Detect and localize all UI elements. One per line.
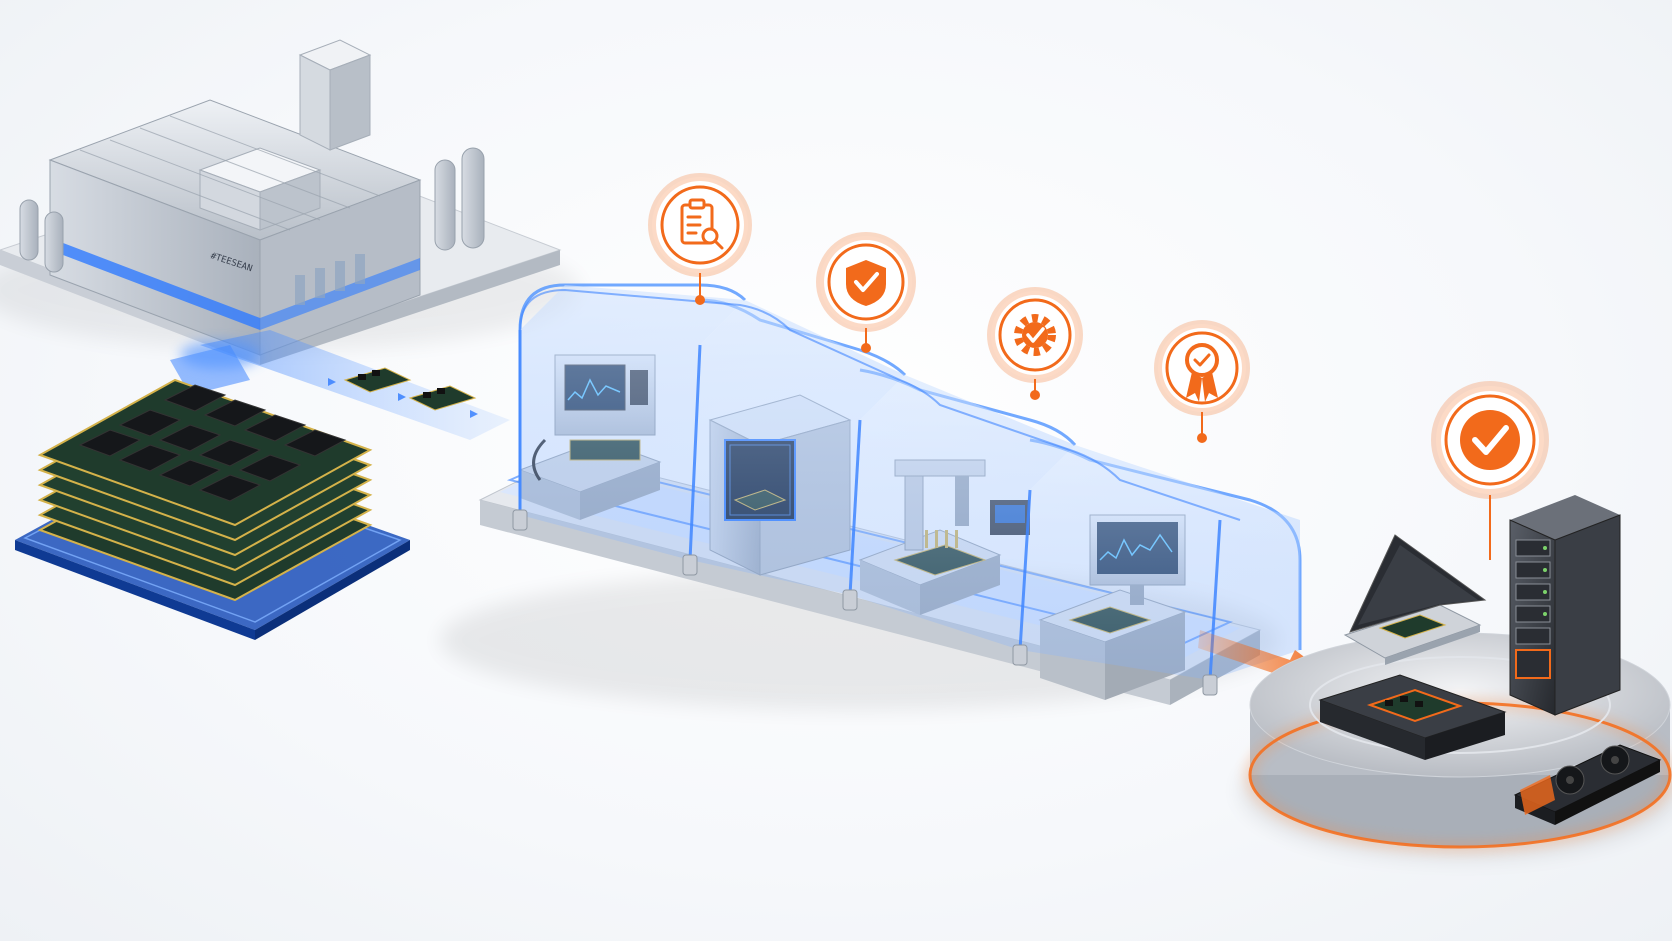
glass-enclosure: [512, 283, 1302, 696]
graphics-card-device: [1513, 744, 1662, 825]
stage-badge-security: [816, 232, 916, 353]
clipboard-inspection-icon: [680, 198, 724, 250]
stage-badge-configuration: [987, 287, 1083, 400]
memory-module-in-transit: [343, 367, 412, 393]
memory-module-in-transit: [408, 385, 477, 411]
final-approval-badge: [1431, 381, 1549, 560]
blue-flow-path: [170, 330, 510, 440]
gear-check-icon: [1014, 314, 1056, 356]
ssd-enclosure-device: [1318, 674, 1507, 760]
stage-badge-certification: [1154, 320, 1250, 443]
checkmark-icon: [1472, 425, 1509, 455]
server-tower-device: [1509, 495, 1621, 716]
shield-check-icon: [846, 260, 886, 306]
stage-badge-inspection: [648, 173, 752, 305]
laptop-device: [1343, 534, 1487, 665]
award-ribbon-icon: [1185, 343, 1219, 402]
stacked-memory-modules: [15, 378, 410, 640]
factory-building: #TEESEAN: [0, 39, 580, 365]
